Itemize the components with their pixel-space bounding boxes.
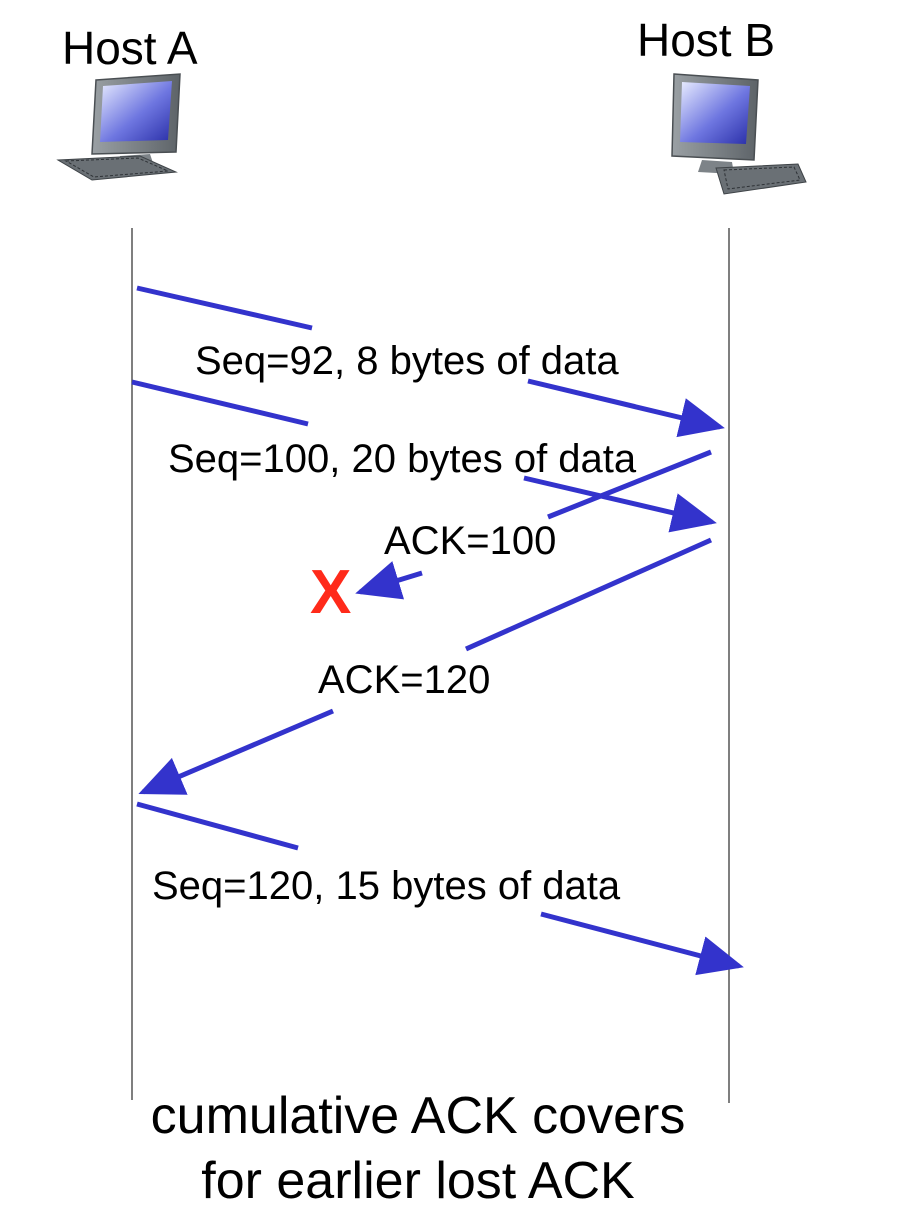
ack120-label: ACK=120 bbox=[318, 658, 490, 702]
ack100-label: ACK=100 bbox=[384, 519, 556, 563]
host-a-label: Host A bbox=[62, 22, 198, 74]
seq92-arrow bbox=[136, 285, 725, 438]
seq92-label: Seq=92, 8 bytes of data bbox=[195, 339, 619, 383]
seq100-label: Seq=100, 20 bytes of data bbox=[168, 437, 637, 481]
caption-line-1: cumulative ACK covers bbox=[151, 1087, 686, 1145]
host-b-label: Host B bbox=[637, 14, 775, 66]
loss-x-icon: X bbox=[310, 558, 351, 627]
ack120-arrow bbox=[138, 537, 713, 795]
seq100-arrow bbox=[131, 379, 717, 533]
seq120-label: Seq=120, 15 bytes of data bbox=[152, 864, 621, 908]
seq120-arrow bbox=[136, 801, 744, 976]
caption-line-2: for earlier lost ACK bbox=[201, 1152, 635, 1210]
computer-icon-host-b bbox=[671, 73, 807, 195]
ack100-arrow bbox=[355, 449, 712, 600]
computer-icon-host-a bbox=[56, 73, 181, 181]
